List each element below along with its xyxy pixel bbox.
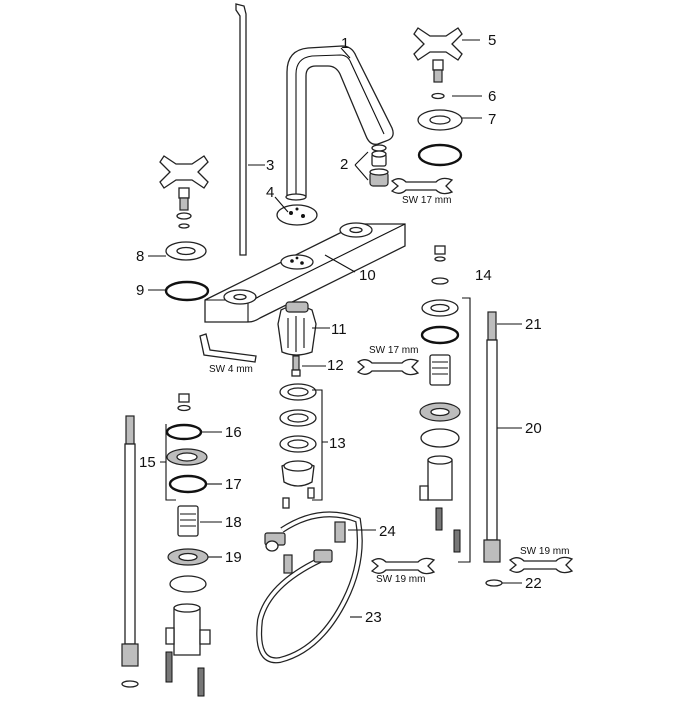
callout-18: 18 — [225, 514, 242, 531]
callout-11: 11 — [331, 321, 347, 338]
callout-13: 13 — [329, 435, 346, 452]
callout-10: 10 — [359, 267, 376, 284]
callout-4: 4 — [266, 184, 274, 201]
callout-19: 19 — [225, 549, 242, 566]
wrench-sw19-right — [508, 556, 574, 574]
disc-plate — [276, 204, 318, 226]
callout-23: 23 — [365, 609, 382, 626]
label-sw17-mid: SW 17 mm — [369, 345, 418, 356]
connector-pin — [291, 355, 301, 377]
escutcheon-ring-right — [417, 109, 463, 167]
callout-15: 15 — [139, 454, 156, 471]
callout-numbers: 1 2 3 4 5 6 7 8 9 10 14 11 12 13 16 15 1… — [136, 32, 542, 626]
seal-stack-center — [279, 383, 317, 509]
wrench-sw19-mid — [370, 557, 436, 575]
aerator-parts — [369, 144, 389, 187]
deck-plate — [204, 222, 406, 323]
label-sw4: SW 4 mm — [209, 364, 253, 375]
wrench-sw17-top — [390, 177, 454, 195]
lift-rod — [235, 3, 247, 256]
valve-group-right — [419, 245, 461, 553]
wrench-sw17-mid — [356, 358, 420, 376]
callout-1: 1 — [341, 35, 349, 52]
callout-22: 22 — [525, 575, 542, 592]
callout-5: 5 — [488, 32, 496, 49]
callout-12: 12 — [327, 357, 344, 374]
callout-17: 17 — [225, 476, 242, 493]
cross-handle-right — [413, 27, 463, 100]
callout-14: 14 — [475, 267, 492, 284]
callout-21: 21 — [525, 316, 542, 333]
connecting-hose — [256, 511, 363, 664]
tool-labels: SW 17 mm SW 4 mm SW 17 mm SW 19 mm SW 19… — [209, 195, 569, 585]
label-sw19-mid: SW 19 mm — [376, 574, 425, 585]
callout-2: 2 — [340, 156, 348, 173]
label-sw17-top: SW 17 mm — [402, 195, 451, 206]
callout-9: 9 — [136, 282, 144, 299]
callout-6: 6 — [488, 88, 496, 105]
valve-body-center — [277, 301, 317, 356]
hex-key — [199, 333, 257, 363]
spout — [285, 45, 394, 201]
callout-24: 24 — [379, 523, 396, 540]
callout-3: 3 — [266, 157, 274, 174]
label-sw19-right: SW 19 mm — [520, 546, 569, 557]
cross-handle-left — [159, 155, 209, 229]
supply-hose-left — [121, 415, 139, 688]
callout-8: 8 — [136, 248, 144, 265]
callout-20: 20 — [525, 420, 542, 437]
callout-16: 16 — [225, 424, 242, 441]
callout-7: 7 — [488, 111, 496, 128]
ring-left — [164, 241, 210, 302]
supply-hose-right — [483, 311, 503, 587]
leader-lines — [148, 39, 522, 618]
valve-group-left — [165, 393, 211, 697]
